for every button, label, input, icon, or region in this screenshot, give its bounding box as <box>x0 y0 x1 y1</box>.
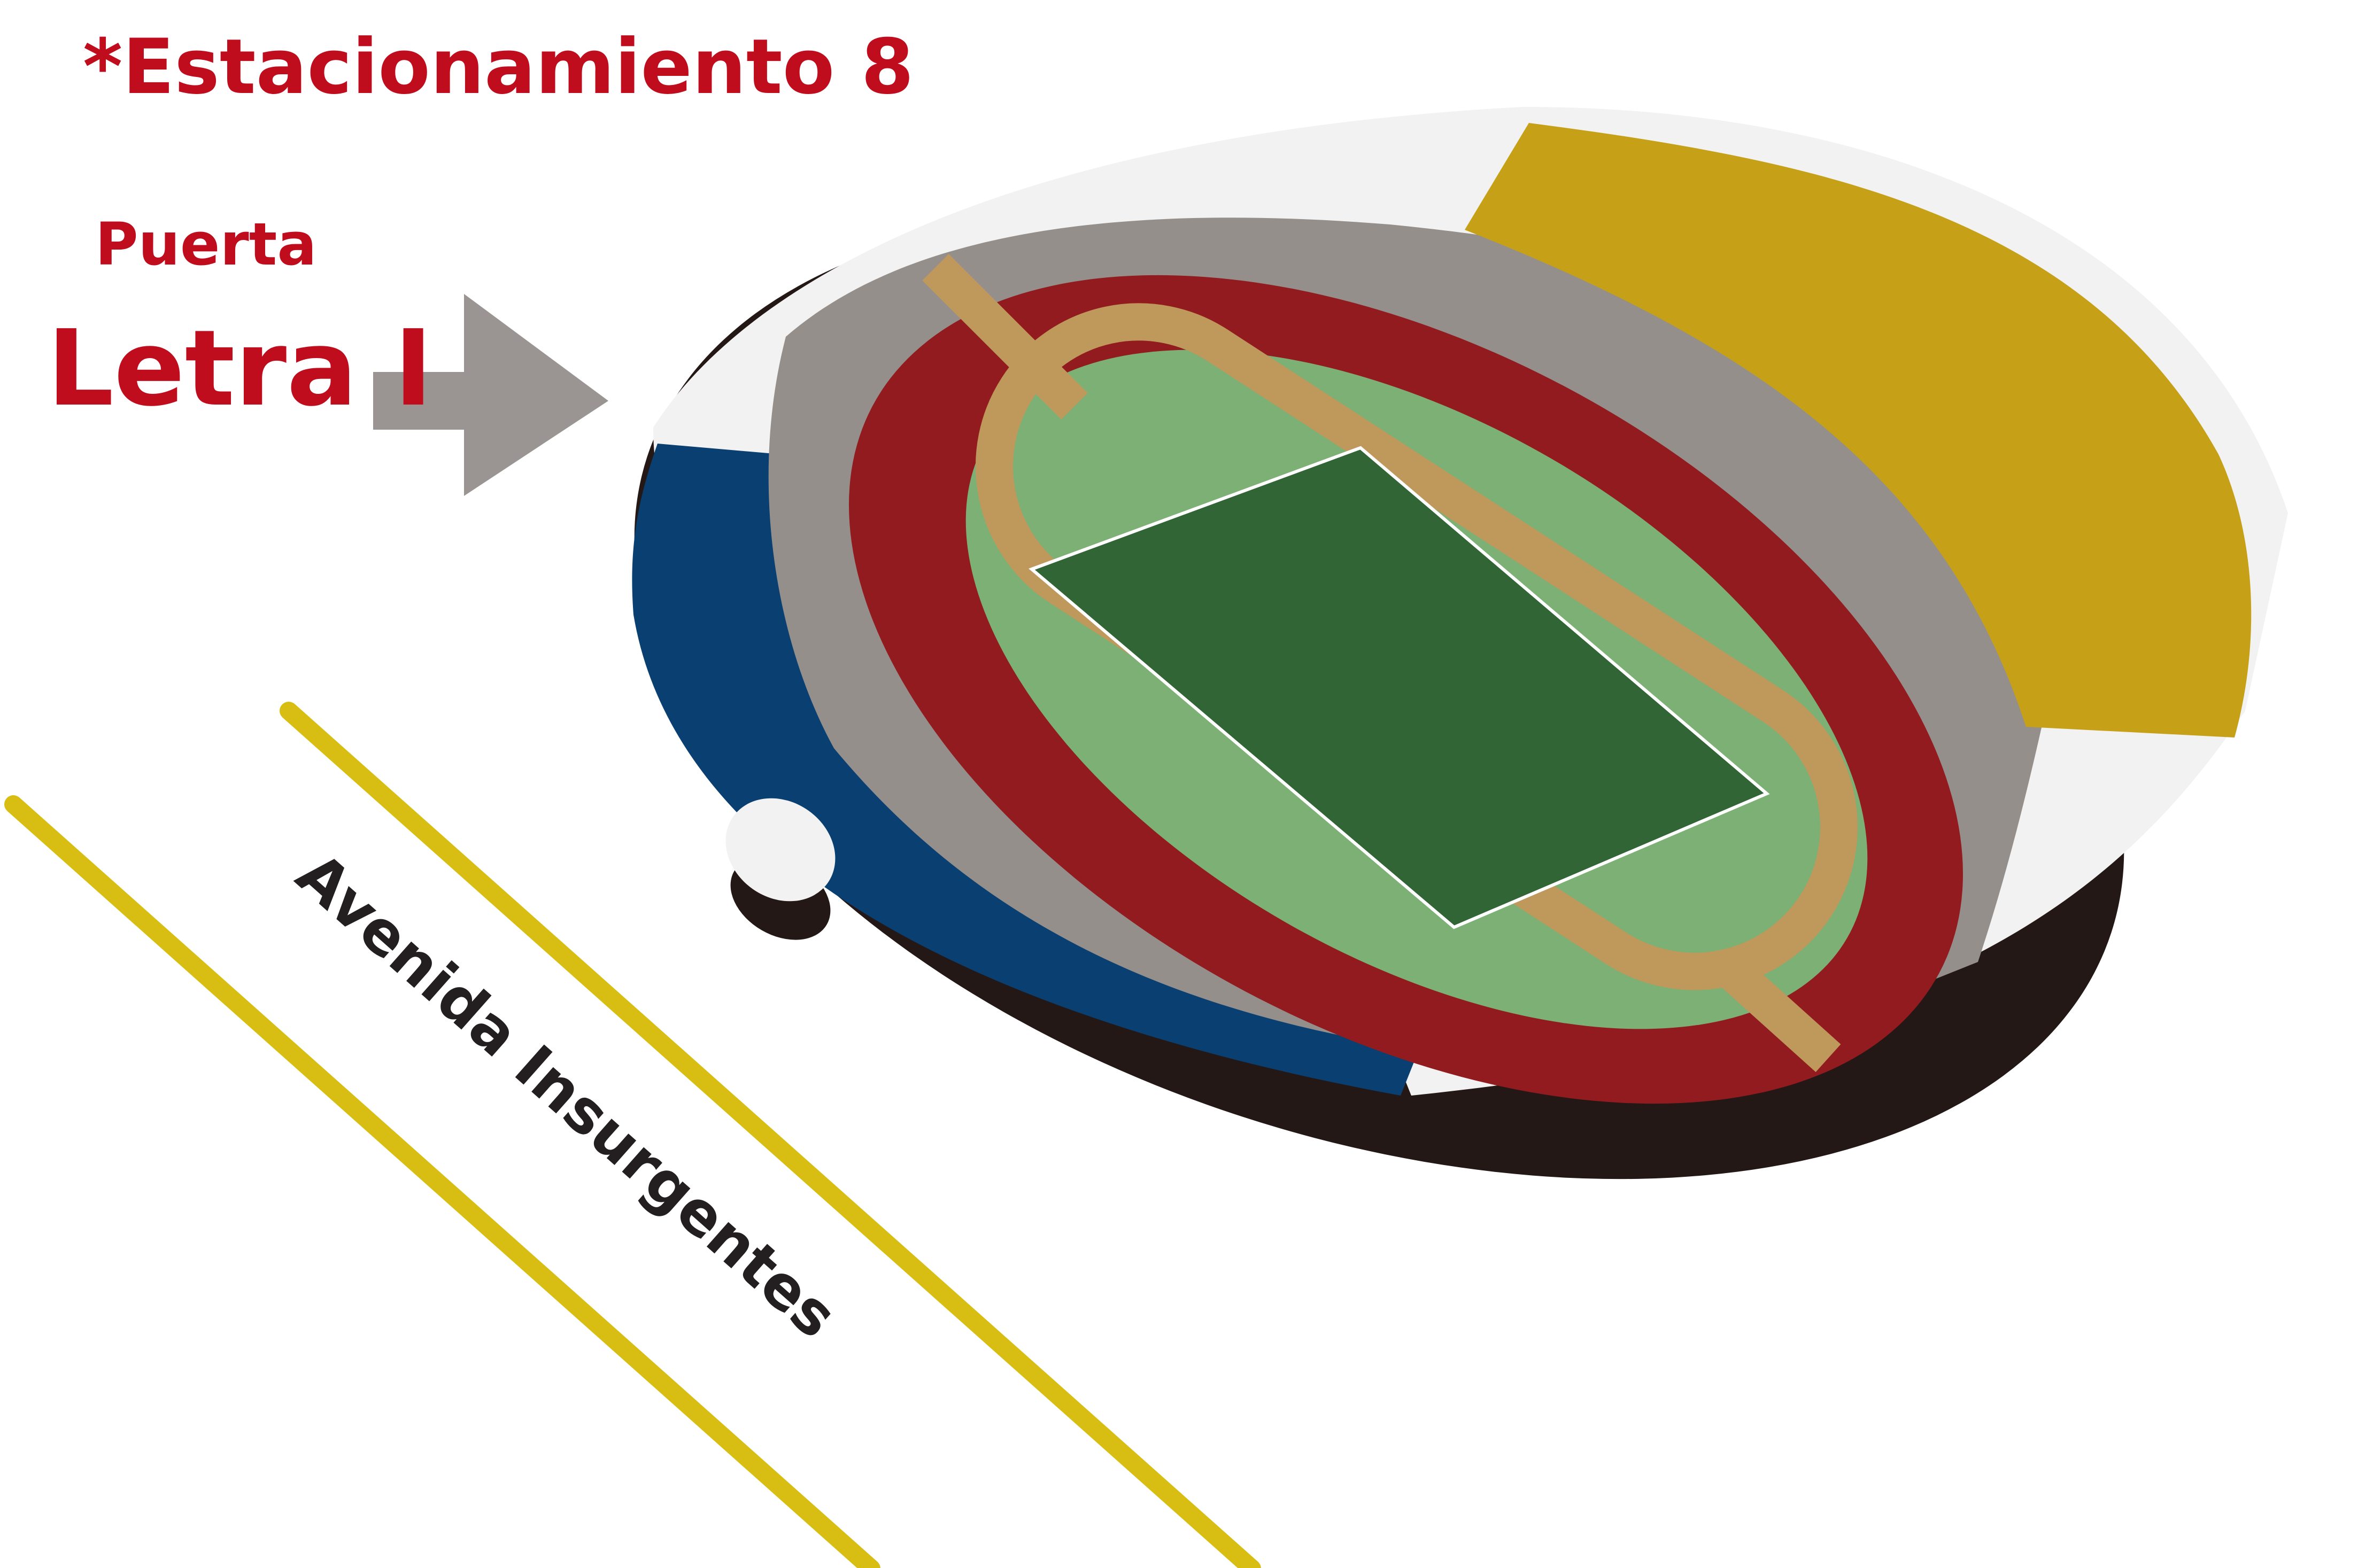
gate-name-label: Letra I <box>47 308 433 430</box>
stand-blue-cap <box>725 798 836 902</box>
gate-prefix-label: Puerta <box>95 210 317 278</box>
road-line-right <box>280 702 1261 1568</box>
track-tunnel-south <box>1708 948 1841 1073</box>
road-line-left <box>4 795 880 1568</box>
stadium <box>632 107 2289 1179</box>
parking-lot-title: *Estacionamiento 8 <box>83 23 914 111</box>
track-tunnel-north <box>922 254 1088 420</box>
entrance-arrow-icon <box>373 294 608 496</box>
pitch <box>1029 446 1770 929</box>
stand-gold <box>1465 123 2252 738</box>
